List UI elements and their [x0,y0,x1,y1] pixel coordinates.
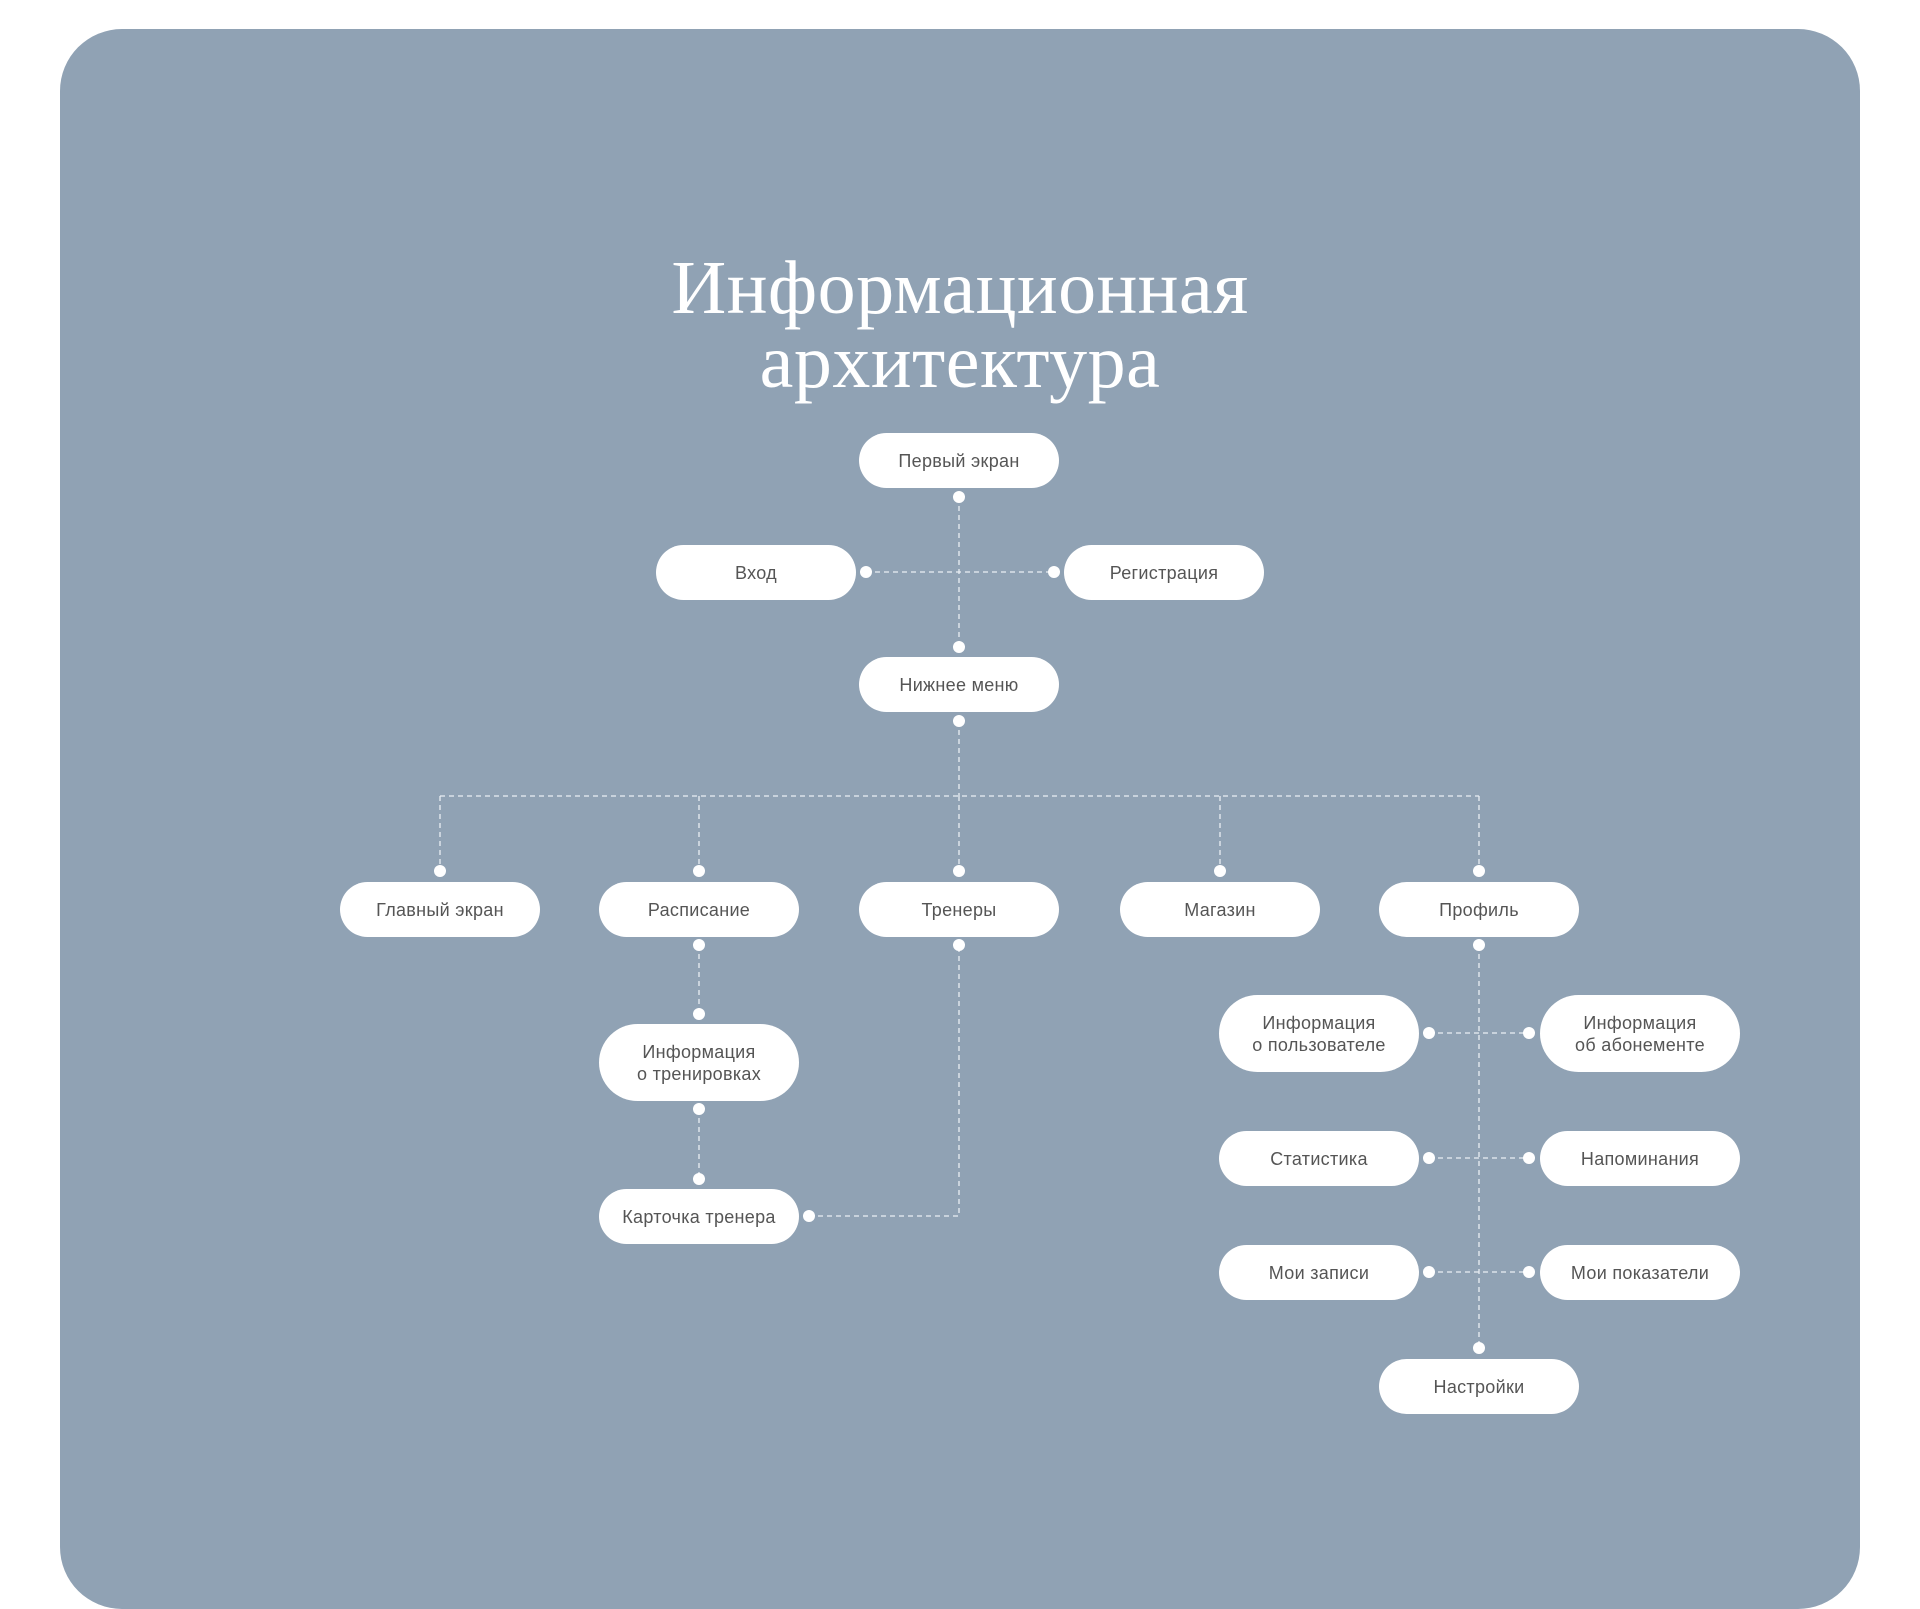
node-my-bookings[interactable]: Мои записи [1219,1245,1419,1300]
node-trainer-card[interactable]: Карточка тренера [599,1189,799,1244]
connector-dot [1048,566,1060,578]
connector-dot [1473,1342,1485,1354]
page-title: Информационная архитектура [0,245,1920,404]
node-reminders[interactable]: Напоминания [1540,1131,1740,1186]
node-first-screen[interactable]: Первый экран [859,433,1059,488]
connector-dot [953,865,965,877]
connector-dot [953,715,965,727]
connectors [434,491,1535,1354]
connector-dot [1473,939,1485,951]
node-login[interactable]: Вход [656,545,856,600]
title-line-2: архитектура [759,319,1161,404]
connector-dot [1523,1152,1535,1164]
node-subscription-info[interactable]: Информация об абонементе [1540,995,1740,1072]
connector-dot [1523,1266,1535,1278]
connector-dot [953,491,965,503]
node-trainers[interactable]: Тренеры [859,882,1059,937]
connector-dot [693,1173,705,1185]
connector-dot [693,865,705,877]
connector-dot [693,1103,705,1115]
node-schedule[interactable]: Расписание [599,882,799,937]
connector-dot [953,641,965,653]
node-bottom-menu[interactable]: Нижнее меню [859,657,1059,712]
connector-dot [1423,1027,1435,1039]
node-home[interactable]: Главный экран [340,882,540,937]
connector-dot [803,1210,815,1222]
connector-dot [693,939,705,951]
node-statistics[interactable]: Статистика [1219,1131,1419,1186]
diagram-card [60,29,1860,1609]
connector-dot [1423,1266,1435,1278]
connector-dot [693,1008,705,1020]
connector-dot [1423,1152,1435,1164]
connector-dot [1214,865,1226,877]
node-user-info[interactable]: Информация о пользователе [1219,995,1419,1072]
connector-dot [953,939,965,951]
node-settings[interactable]: Настройки [1379,1359,1579,1414]
connector-dot [434,865,446,877]
title-line-1: Информационная [671,245,1249,330]
connector-dot [1473,865,1485,877]
node-my-metrics[interactable]: Мои показатели [1540,1245,1740,1300]
connector-trainers-card [809,945,960,1217]
connector-dot [860,566,872,578]
node-shop[interactable]: Магазин [1120,882,1320,937]
node-profile[interactable]: Профиль [1379,882,1579,937]
node-registration[interactable]: Регистрация [1064,545,1264,600]
node-training-info[interactable]: Информация о тренировках [599,1024,799,1101]
connector-dot [1523,1027,1535,1039]
